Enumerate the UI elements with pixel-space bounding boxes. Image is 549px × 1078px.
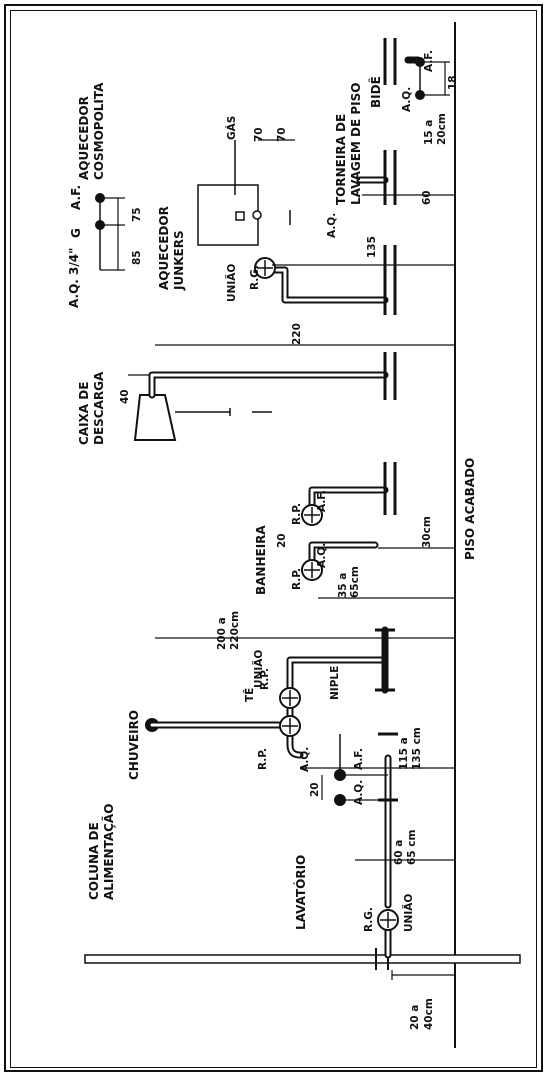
banheira-rp-2: R.P. — [291, 503, 303, 525]
banheira-sp: 20 — [276, 533, 288, 548]
torneira-label-1: TORNEIRA DE — [334, 114, 348, 205]
floor-label: PISO ACABADO — [463, 458, 477, 560]
gas-70a: 70 — [253, 127, 265, 142]
cosmo-aq34: A.Q. 3/4" — [67, 248, 81, 308]
junkers-aq: A.Q. — [326, 213, 338, 238]
cosmo-label-2: COSMOPOLITA — [92, 82, 106, 180]
caixa-h: 220 — [291, 323, 303, 345]
chuveiro-niple: NIPLE — [329, 666, 341, 700]
chuveiro-label: CHUVEIRO — [127, 710, 141, 780]
cosmo-85: 85 — [131, 250, 143, 265]
torneira-label-2: LAVAGEM DE PISO — [349, 83, 363, 205]
lavatorio-sp: 20 — [309, 782, 321, 797]
lavatorio-af: A.F. — [353, 748, 365, 770]
inner-frame — [10, 10, 537, 1068]
torneira-piping — [356, 150, 397, 205]
lavatorio-aq: A.Q. — [353, 780, 365, 805]
junkers-gas: GÁS — [225, 116, 238, 140]
banheira-piping — [301, 462, 397, 581]
junkers-h: 135 — [366, 236, 378, 258]
bide-aq: A.Q. — [401, 87, 413, 112]
coluna-dim-1: 20 a — [409, 1005, 421, 1030]
chuveiro-head-2: 220cm — [229, 611, 241, 650]
caixa-label-1: CAIXA DE — [77, 382, 91, 445]
banheira-rp-1: R.P. — [291, 568, 303, 590]
lavatorio-uniao: UNIÃO — [402, 894, 415, 932]
lavatorio-rg: R.G. — [363, 907, 375, 932]
chuveiro-rp-2: R.P. — [259, 668, 271, 690]
bide-af: A.F. — [423, 50, 435, 72]
caixa-piping — [133, 352, 397, 441]
banheira-30: 30cm — [421, 516, 433, 548]
chuveiro-rp-1: R.P. — [257, 748, 269, 770]
outer-frame — [4, 4, 543, 1072]
junkers-label-2: JUNKERS — [172, 230, 186, 291]
lavatorio-h-2: 65 cm — [406, 830, 418, 865]
banheira-aq: A.Q. — [316, 543, 328, 568]
bide-18: 18 — [447, 75, 459, 90]
cosmo-label-1: AQUECEDOR — [77, 96, 91, 180]
bide-piping — [383, 38, 450, 100]
chuveiro-head-1: 200 a — [216, 617, 228, 650]
banheira-label: BANHEIRA — [254, 525, 268, 595]
bide-h-1: 15 a — [423, 120, 435, 145]
cosmo-g: G — [69, 228, 83, 238]
lavatorio-piping — [334, 732, 399, 959]
gas-70b: 70 — [276, 127, 288, 142]
chuveiro-te: TÊ — [243, 688, 256, 702]
junkers-label-1: AQUECEDOR — [157, 206, 171, 290]
coluna-label-2: ALIMENTAÇÃO — [101, 804, 116, 900]
junkers-piping — [197, 140, 397, 315]
cosmo-af: A.F. — [69, 185, 83, 210]
banheira-valve-1: 35 a — [337, 573, 349, 598]
chuveiro-piping — [145, 626, 395, 759]
junkers-rg: R.G. — [249, 265, 261, 290]
chuveiro-valve-1: 115 a — [398, 737, 410, 770]
banheira-valve-2: 65cm — [349, 566, 361, 598]
cosmopolita-detail — [95, 193, 125, 271]
caixa-label-2: DESCARGA — [92, 371, 106, 445]
coluna-dim-2: 40cm — [423, 998, 435, 1030]
chuveiro-aq: A.Q. — [299, 747, 311, 772]
lavatorio-label: LAVATÓRIO — [293, 855, 308, 930]
bide-label: BIDÊ — [368, 76, 383, 108]
coluna-label-1: COLUNA DE — [87, 822, 101, 900]
junkers-uniao: UNIÃO — [225, 264, 238, 302]
cosmo-75: 75 — [131, 207, 143, 222]
bide-h-2: 20cm — [436, 113, 448, 145]
banheira-af: A.F. — [316, 490, 328, 512]
chuveiro-valve-2: 135 cm — [411, 727, 423, 770]
torneira-h: 60 — [421, 190, 433, 205]
lavatorio-h-1: 60 a — [393, 840, 405, 865]
caixa-40: 40 — [119, 389, 131, 404]
chuveiro-uniao: UNIÃO — [252, 650, 265, 688]
